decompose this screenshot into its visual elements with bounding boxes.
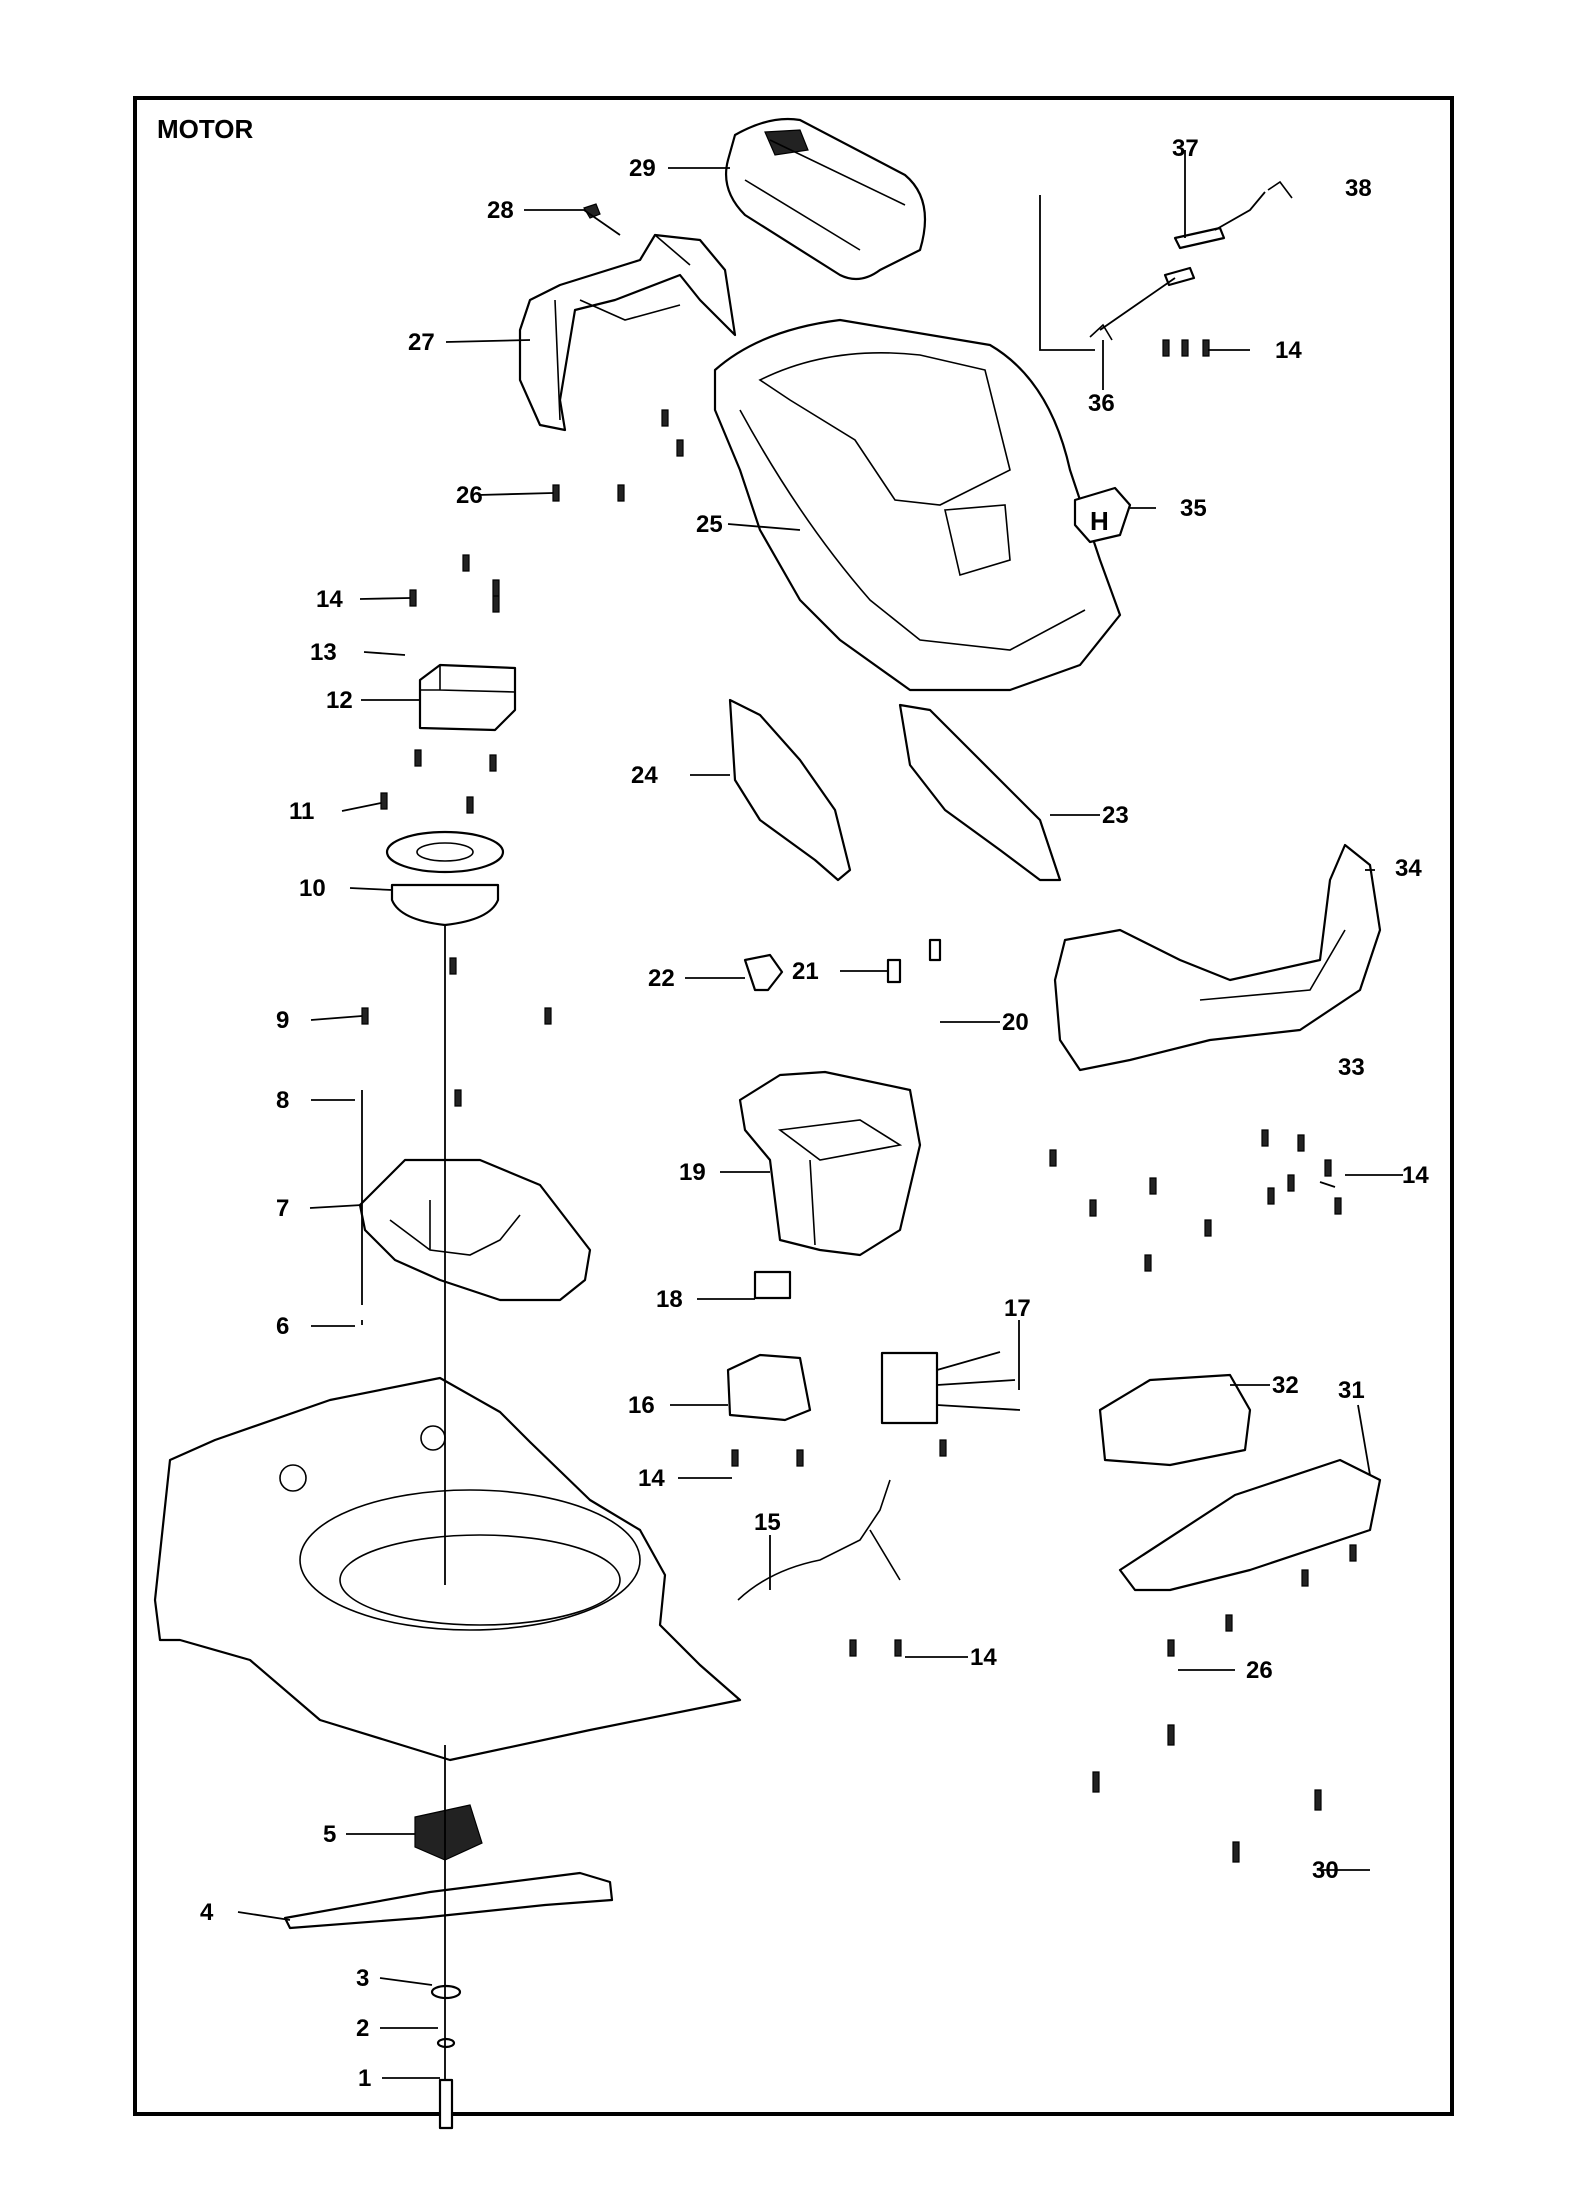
part-handle-cover — [518, 203, 737, 432]
callout-26: 26 — [456, 482, 483, 509]
callout-14: 14 — [1275, 337, 1302, 364]
callout-29: 29 — [629, 155, 656, 182]
callout-26: 26 — [1246, 1657, 1273, 1684]
callout-28: 28 — [487, 197, 514, 224]
callout-15: 15 — [754, 1509, 781, 1536]
part-battery-cover — [724, 117, 927, 281]
callout-1: 1 — [358, 2065, 371, 2092]
callout-14: 14 — [316, 586, 343, 613]
callout-27: 27 — [408, 329, 435, 356]
callout-22: 22 — [648, 965, 675, 992]
part-holder — [726, 1353, 812, 1422]
callout-7: 7 — [276, 1195, 289, 1222]
part-blade — [283, 1871, 614, 1930]
callout-31: 31 — [1338, 1377, 1365, 1404]
callout-5: 5 — [323, 1821, 336, 1848]
callout-8: 8 — [276, 1087, 289, 1114]
part-logo-badge: H — [1073, 486, 1132, 544]
part-switch — [753, 1270, 792, 1300]
callout-11: 11 — [289, 798, 314, 825]
callout-14: 14 — [638, 1465, 665, 1492]
part-key-and-connectors — [743, 938, 942, 992]
callout-33: 33 — [1338, 1054, 1365, 1081]
callout-24: 24 — [631, 762, 658, 789]
callout-23: 23 — [1102, 802, 1129, 829]
diagram-frame — [133, 96, 1454, 2116]
callout-34: 34 — [1395, 855, 1422, 882]
part-blade-fasteners — [430, 1984, 462, 2130]
callout-30: 30 — [1312, 1857, 1339, 1884]
callout-12: 12 — [326, 687, 353, 714]
part-main-hood — [713, 318, 1122, 692]
callout-10: 10 — [299, 875, 326, 902]
callout-13: 13 — [310, 639, 337, 666]
callout-35: 35 — [1180, 495, 1207, 522]
leader-lines — [237, 150, 1403, 2079]
diagram-title: MOTOR — [157, 114, 254, 144]
callout-2: 2 — [356, 2015, 369, 2042]
callout-16: 16 — [628, 1392, 655, 1419]
callout-9: 9 — [276, 1007, 289, 1034]
callout-20: 20 — [1002, 1009, 1029, 1036]
callout-38: 38 — [1345, 175, 1372, 202]
part-motor-housing — [358, 1158, 592, 1302]
part-rear-panel — [1053, 843, 1382, 1072]
part-switch-assembly — [1039, 180, 1293, 351]
callout-6: 6 — [276, 1313, 289, 1340]
callout-21: 21 — [792, 958, 819, 985]
callout-18: 18 — [656, 1286, 683, 1313]
callout-19: 19 — [679, 1159, 706, 1186]
callout-25: 25 — [696, 511, 723, 538]
part-circuit-board — [880, 1351, 1021, 1425]
callout-17: 17 — [1004, 1295, 1031, 1322]
callout-14: 14 — [970, 1644, 997, 1671]
callout-14: 14 — [1402, 1162, 1429, 1189]
part-battery-tray — [1118, 1458, 1382, 1592]
part-side-panels — [728, 698, 1062, 882]
part-controller-box — [418, 663, 517, 732]
logo-letter: H — [1090, 506, 1109, 536]
screws — [361, 339, 1357, 1863]
callout-3: 3 — [356, 1965, 369, 1992]
callout-labels: 1 2 3 4 5 6 7 8 9 10 11 12 13 14 14 14 1… — [200, 135, 1429, 2092]
part-mower-deck — [153, 1376, 742, 1762]
callout-32: 32 — [1272, 1372, 1299, 1399]
callout-37: 37 — [1172, 135, 1199, 162]
callout-4: 4 — [200, 1899, 214, 1926]
part-wire-harness — [737, 1479, 901, 1601]
callout-36: 36 — [1088, 390, 1115, 417]
part-battery — [1098, 1373, 1252, 1467]
part-motor — [385, 830, 505, 927]
part-battery-housing — [738, 1070, 922, 1257]
part-fan — [414, 1804, 483, 1861]
